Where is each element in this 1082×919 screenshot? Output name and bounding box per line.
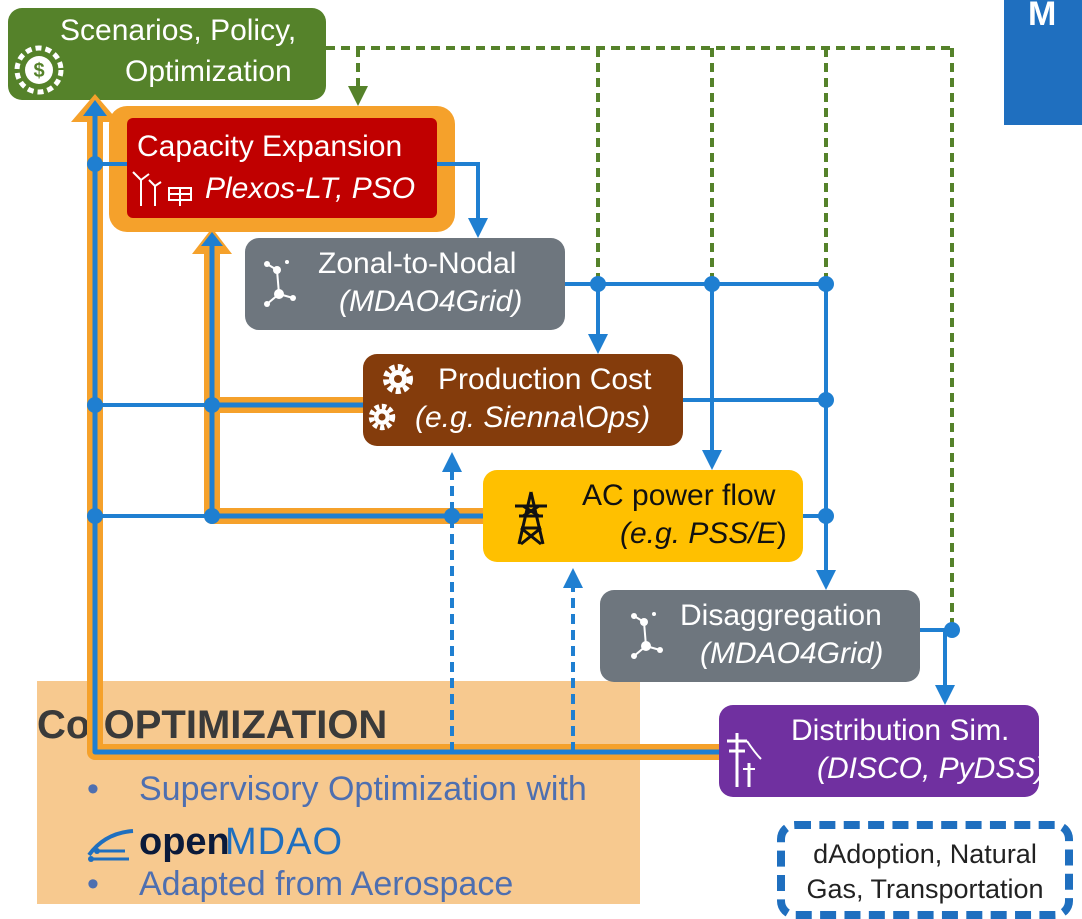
network-nodes-icon xyxy=(264,260,296,307)
production-cost-tool: (e.g. Sienna\Ops) xyxy=(415,401,651,434)
capacity-expansion-title: Capacity Expansion xyxy=(137,130,403,163)
utility-pole-icon xyxy=(727,733,762,787)
production-cost-box: Production Cost (e.g. Sienna\Ops) xyxy=(363,354,683,446)
capacity-expansion-outline: Capacity Expansion Plexos-LT, PSO xyxy=(109,106,455,232)
co-optimization-panel: Co-OPTIMIZATION • Supervisory Optimizati… xyxy=(37,681,640,904)
policy-dashed-lines xyxy=(326,46,954,630)
blue-arrowheads xyxy=(83,100,223,246)
distribution-sim-box: Distribution Sim. (DISCO, PyDSS) xyxy=(719,705,1045,797)
data-flow-lines xyxy=(95,162,955,705)
capacity-expansion-box: Capacity Expansion Plexos-LT, PSO xyxy=(127,118,437,218)
openmdao-swoosh-icon xyxy=(87,829,134,862)
ac-power-flow-tool-paren: ) xyxy=(776,517,787,550)
dadoption-box: dAdoption, Natural Gas, Transportation xyxy=(777,821,1073,919)
co-optimization-inner-lines xyxy=(92,112,719,755)
disaggregation-tool: (MDAO4Grid) xyxy=(700,637,884,670)
network-nodes-icon xyxy=(631,612,663,659)
openmdao-logo-mdao: MDAO xyxy=(225,821,343,863)
scenarios-line2: Optimization xyxy=(125,55,292,88)
co-optimization-loops xyxy=(87,118,719,760)
capacity-expansion-tool: Plexos-LT, PSO xyxy=(205,172,416,205)
corner-heading-text: M xyxy=(1028,0,1057,33)
distribution-sim-tool: (DISCO, PyDSS) xyxy=(817,752,1046,785)
ac-power-flow-box: AC power flow (e.g. PSS/E) xyxy=(483,470,803,562)
zonal-to-nodal-box: Zonal-to-Nodal (MDAO4Grid) xyxy=(245,238,565,330)
ac-power-flow-title: AC power flow xyxy=(582,479,776,512)
ac-power-flow-tool: (e.g. PSS/E xyxy=(620,517,777,550)
transmission-tower-icon xyxy=(515,491,547,546)
corner-heading-fragment: M xyxy=(1004,0,1082,125)
wind-solar-icon xyxy=(132,171,192,206)
ac-power-flow-tool-line: (e.g. PSS/E) xyxy=(620,515,787,553)
bullet-adapted-from-aerospace: Adapted from Aerospace xyxy=(139,865,514,903)
gear-icon xyxy=(368,403,396,431)
openmdao-logo-open: open xyxy=(139,821,230,863)
distribution-sim-title: Distribution Sim. xyxy=(791,714,1010,747)
scenarios-line1: Scenarios, Policy, xyxy=(60,14,297,47)
dadoption-line1: dAdoption, Natural xyxy=(813,839,1037,869)
svg-text:$: $ xyxy=(33,60,44,82)
bullet-dot: • xyxy=(87,770,99,808)
openmdao-logo: open MDAO xyxy=(85,821,342,869)
gear-icon xyxy=(383,364,413,394)
dadoption-line2: Gas, Transportation xyxy=(806,874,1044,904)
junction-dots xyxy=(87,156,960,638)
production-cost-title: Production Cost xyxy=(438,363,652,396)
feedback-dashed-lines xyxy=(442,452,583,752)
gear-dollar-icon: $ xyxy=(14,45,64,95)
zonal-to-nodal-tool: (MDAO4Grid) xyxy=(339,285,523,318)
bullet-supervisory-optimization: Supervisory Optimization with xyxy=(139,770,587,808)
disaggregation-box: Disaggregation (MDAO4Grid) xyxy=(600,590,920,682)
zonal-to-nodal-title: Zonal-to-Nodal xyxy=(318,247,517,280)
scenarios-policy-box: $ Scenarios, Policy, Optimization xyxy=(8,8,326,100)
bullet-dot: • xyxy=(87,865,99,903)
disaggregation-title: Disaggregation xyxy=(680,599,882,632)
